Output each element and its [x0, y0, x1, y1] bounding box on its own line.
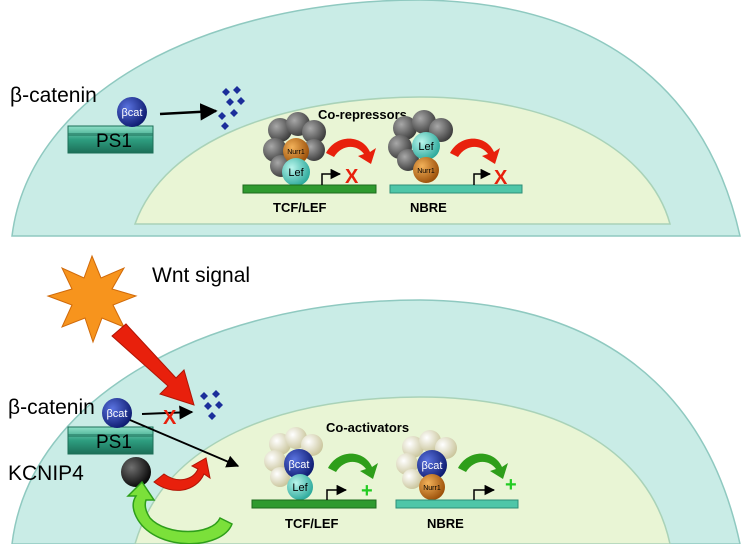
top-nbre-lef-ball — [412, 132, 440, 160]
kcnip4-label: KCNIP4 — [8, 462, 84, 485]
bottom-nbre-promoter-arrow — [473, 484, 496, 500]
bottom-nbre-nurr1-ball — [419, 474, 445, 500]
top-nbre-promoter-arrow — [473, 168, 492, 185]
top-nbre-bar — [389, 184, 523, 194]
bottom-tcf-complex: βcat Lef — [264, 427, 323, 500]
kcnip4-ball — [121, 457, 151, 487]
top-nbre-x-mark: X — [494, 167, 508, 189]
top-tcf-promoter-arrow — [321, 168, 342, 185]
top-bcat-ball: βcat — [117, 97, 147, 127]
bottom-nbre-bar — [395, 499, 519, 509]
top-nbre-lef-label: Lef — [418, 141, 434, 153]
top-beta-catenin-label: β-catenin — [10, 84, 97, 107]
top-bcat-label: βcat — [121, 107, 142, 119]
wnt-signal-star — [46, 254, 138, 344]
bottom-nbre-bcat-ball — [417, 450, 447, 480]
top-tcf-red-arrow — [326, 138, 376, 164]
top-tcf-lef-bar — [242, 184, 377, 194]
bottom-panel: Wnt signal β-catenin PS1 βcat X KCNIP4 C — [8, 254, 741, 544]
top-tcf-x-mark: X — [345, 166, 359, 188]
bottom-x-mark: X — [163, 407, 177, 429]
bottom-tcf-bcat-ball — [284, 449, 314, 479]
bottom-beta-catenin-label: β-catenin — [8, 396, 95, 419]
co-repressors-label: Co-repressors — [318, 107, 407, 122]
bottom-nbre-bcat-label: βcat — [421, 460, 442, 472]
feedback-green-arrow — [126, 480, 233, 544]
bottom-tcf-lef-ball — [287, 474, 313, 500]
top-nbre-red-arrow — [450, 138, 500, 164]
bottom-tcf-lef-label: TCF/LEF — [285, 516, 338, 531]
top-ps1-label: PS1 — [96, 131, 132, 152]
bottom-bcat-ball: βcat — [102, 398, 132, 428]
co-activators-label: Co-activators — [326, 420, 409, 435]
top-degraded-fragments — [218, 86, 245, 130]
top-degradation-arrow — [159, 103, 218, 121]
kcnip4-red-arrow — [153, 457, 211, 491]
top-tcf-lef-ball — [282, 158, 310, 186]
bottom-nbre-green-arrow — [458, 453, 508, 479]
bottom-tcf-green-arrow — [328, 453, 378, 479]
top-ps1-membrane: PS1 — [67, 125, 154, 154]
bottom-tcf-plus: + — [361, 480, 373, 502]
top-tcf-lef-label: Lef — [288, 167, 304, 179]
bottom-ps1-label: PS1 — [96, 432, 132, 453]
top-tcf-nurr1-label: Nurr1 — [287, 149, 305, 156]
top-nbre-complex: Lef Nurr1 — [388, 110, 453, 183]
bottom-bcat-label: βcat — [106, 408, 127, 420]
top-nbre-nurr1-label: Nurr1 — [417, 168, 435, 175]
top-tcf-complex: Nurr1 Lef — [263, 112, 326, 186]
bottom-nbre-plus: + — [505, 474, 517, 496]
bottom-nbre-label: NBRE — [427, 516, 464, 531]
bottom-tcf-lef-bar — [251, 499, 377, 509]
top-tcf-lef-label: TCF/LEF — [273, 200, 326, 215]
bcat-to-nucleus-arrow — [129, 419, 240, 468]
top-nbre-label: NBRE — [410, 200, 447, 215]
top-tcf-nurr1-ball — [283, 138, 309, 164]
bottom-nbre-nurr1-label: Nurr1 — [423, 485, 441, 492]
wnt-red-arrow — [111, 323, 195, 406]
bottom-ps1-membrane: PS1 — [67, 426, 154, 455]
bottom-tcf-promoter-arrow — [326, 484, 348, 500]
bottom-nbre-complex: βcat Nurr1 — [396, 430, 457, 500]
bottom-tcf-lef-label: Lef — [292, 482, 308, 494]
top-nbre-nurr1-ball — [413, 157, 439, 183]
bottom-degraded-fragments — [200, 390, 223, 420]
bottom-blocked-degradation-arrow — [141, 405, 194, 420]
wnt-signal-label: Wnt signal — [152, 264, 250, 287]
top-panel: β-catenin PS1 βcat Co-repressors — [10, 0, 741, 237]
bottom-tcf-bcat-label: βcat — [288, 459, 309, 471]
